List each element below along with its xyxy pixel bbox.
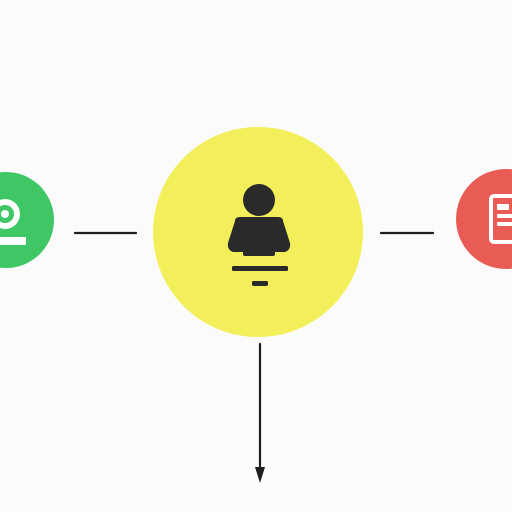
node-center[interactable] bbox=[153, 127, 363, 337]
document-card-icon bbox=[489, 194, 512, 244]
node-right[interactable] bbox=[456, 169, 512, 269]
node-right-circle[interactable] bbox=[456, 169, 512, 269]
webcam-icon bbox=[0, 199, 26, 245]
connector-center-down bbox=[255, 342, 265, 483]
node-left[interactable] bbox=[0, 172, 54, 268]
arrowhead-icon bbox=[255, 467, 265, 483]
person-on-pedestal-icon bbox=[227, 184, 291, 286]
